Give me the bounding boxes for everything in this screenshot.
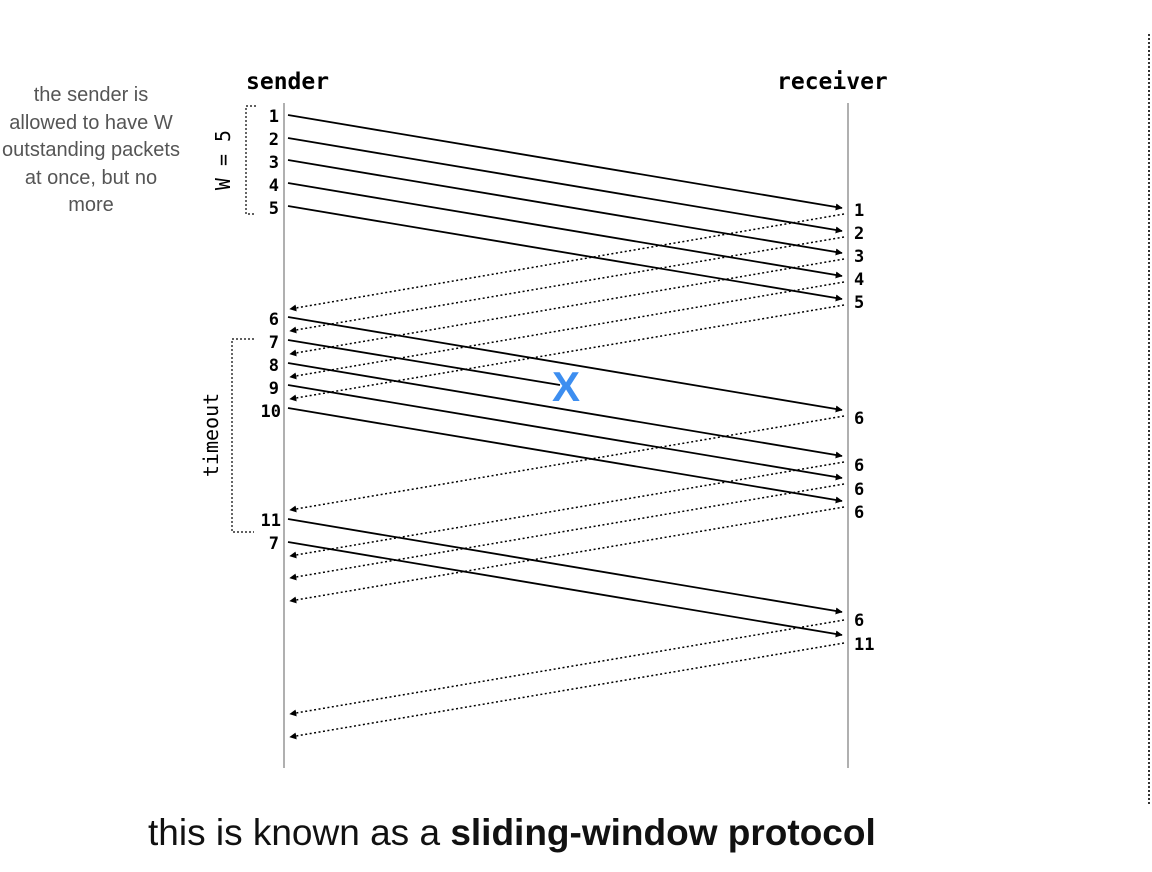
- window-explanation-note: the sender is allowed to have W outstand…: [2, 84, 180, 216]
- seq-label: 2: [269, 130, 279, 150]
- packet-arrow-5: [287, 205, 843, 302]
- ack-arrow-6d: [289, 506, 845, 604]
- seq-label: 3: [269, 153, 279, 173]
- caption-prefix: this is known as a: [148, 812, 451, 853]
- ack-arrows: [289, 213, 845, 740]
- ack-label: 1: [854, 201, 864, 221]
- seq-label: 1: [269, 107, 279, 127]
- packet-arrows: [287, 114, 843, 638]
- packet-arrow-8: [287, 362, 843, 459]
- timeout-label: timeout: [199, 393, 223, 477]
- ack-label: 6: [854, 503, 864, 523]
- caption-emphasis: sliding-window protocol: [450, 812, 876, 853]
- window-bracket: [245, 105, 256, 215]
- sender-sequence-labels: 1 2 3 4 5 6 7 8 9 10 11 7: [261, 107, 281, 554]
- seq-label: 10: [261, 402, 281, 422]
- ack-arrow-4: [289, 281, 845, 380]
- ack-arrow-2: [289, 236, 845, 334]
- seq-label: 9: [269, 379, 279, 399]
- sender-header: sender: [246, 69, 329, 95]
- ack-label: 6: [854, 409, 864, 429]
- packet-arrow-7-retransmit: [287, 541, 843, 638]
- receiver-header: receiver: [777, 69, 888, 95]
- ack-arrow-6c: [289, 483, 845, 581]
- ack-label: 2: [854, 224, 864, 244]
- ack-arrow-6: [289, 415, 845, 513]
- seq-label: 11: [261, 511, 281, 531]
- ack-label: 6: [854, 456, 864, 476]
- seq-label: 4: [269, 176, 279, 196]
- ack-label: 4: [854, 270, 864, 290]
- packet-arrow-3: [287, 159, 843, 256]
- packet-arrow-2: [287, 137, 843, 234]
- receiver-ack-labels: 1 2 3 4 5 6 6 6 6 6 11: [854, 201, 874, 655]
- ack-label: 6: [854, 611, 864, 631]
- packet-arrow-1: [287, 114, 843, 211]
- seq-label: 7: [269, 534, 279, 554]
- ack-arrow-1: [289, 213, 845, 312]
- packet-arrow-6: [287, 316, 843, 413]
- ack-arrow-5: [289, 304, 845, 402]
- seq-label: 5: [269, 199, 279, 219]
- ack-label: 6: [854, 480, 864, 500]
- ack-label: 3: [854, 247, 864, 267]
- packet-arrow-10: [287, 407, 843, 504]
- slide-caption: this is known as a sliding-window protoc…: [148, 812, 1008, 854]
- ack-arrow-3: [289, 258, 845, 357]
- ack-arrow-6b: [289, 461, 845, 559]
- window-size-label: W = 5: [211, 130, 235, 190]
- packet-arrow-4: [287, 182, 843, 279]
- ack-arrow-11: [289, 642, 845, 740]
- packet-arrow-7-lost: [287, 339, 561, 386]
- packet-arrow-11: [287, 518, 843, 615]
- lost-packet-marker: X: [552, 363, 580, 410]
- timeout-bracket: [231, 338, 254, 533]
- seq-label: 8: [269, 356, 279, 376]
- ack-label: 5: [854, 293, 864, 313]
- slide-edge-divider: [1148, 34, 1150, 804]
- ack-label: 11: [854, 635, 874, 655]
- ack-arrow-6e: [289, 619, 845, 717]
- packet-arrow-9: [287, 384, 843, 481]
- seq-label: 7: [269, 333, 279, 353]
- seq-label: 6: [269, 310, 279, 330]
